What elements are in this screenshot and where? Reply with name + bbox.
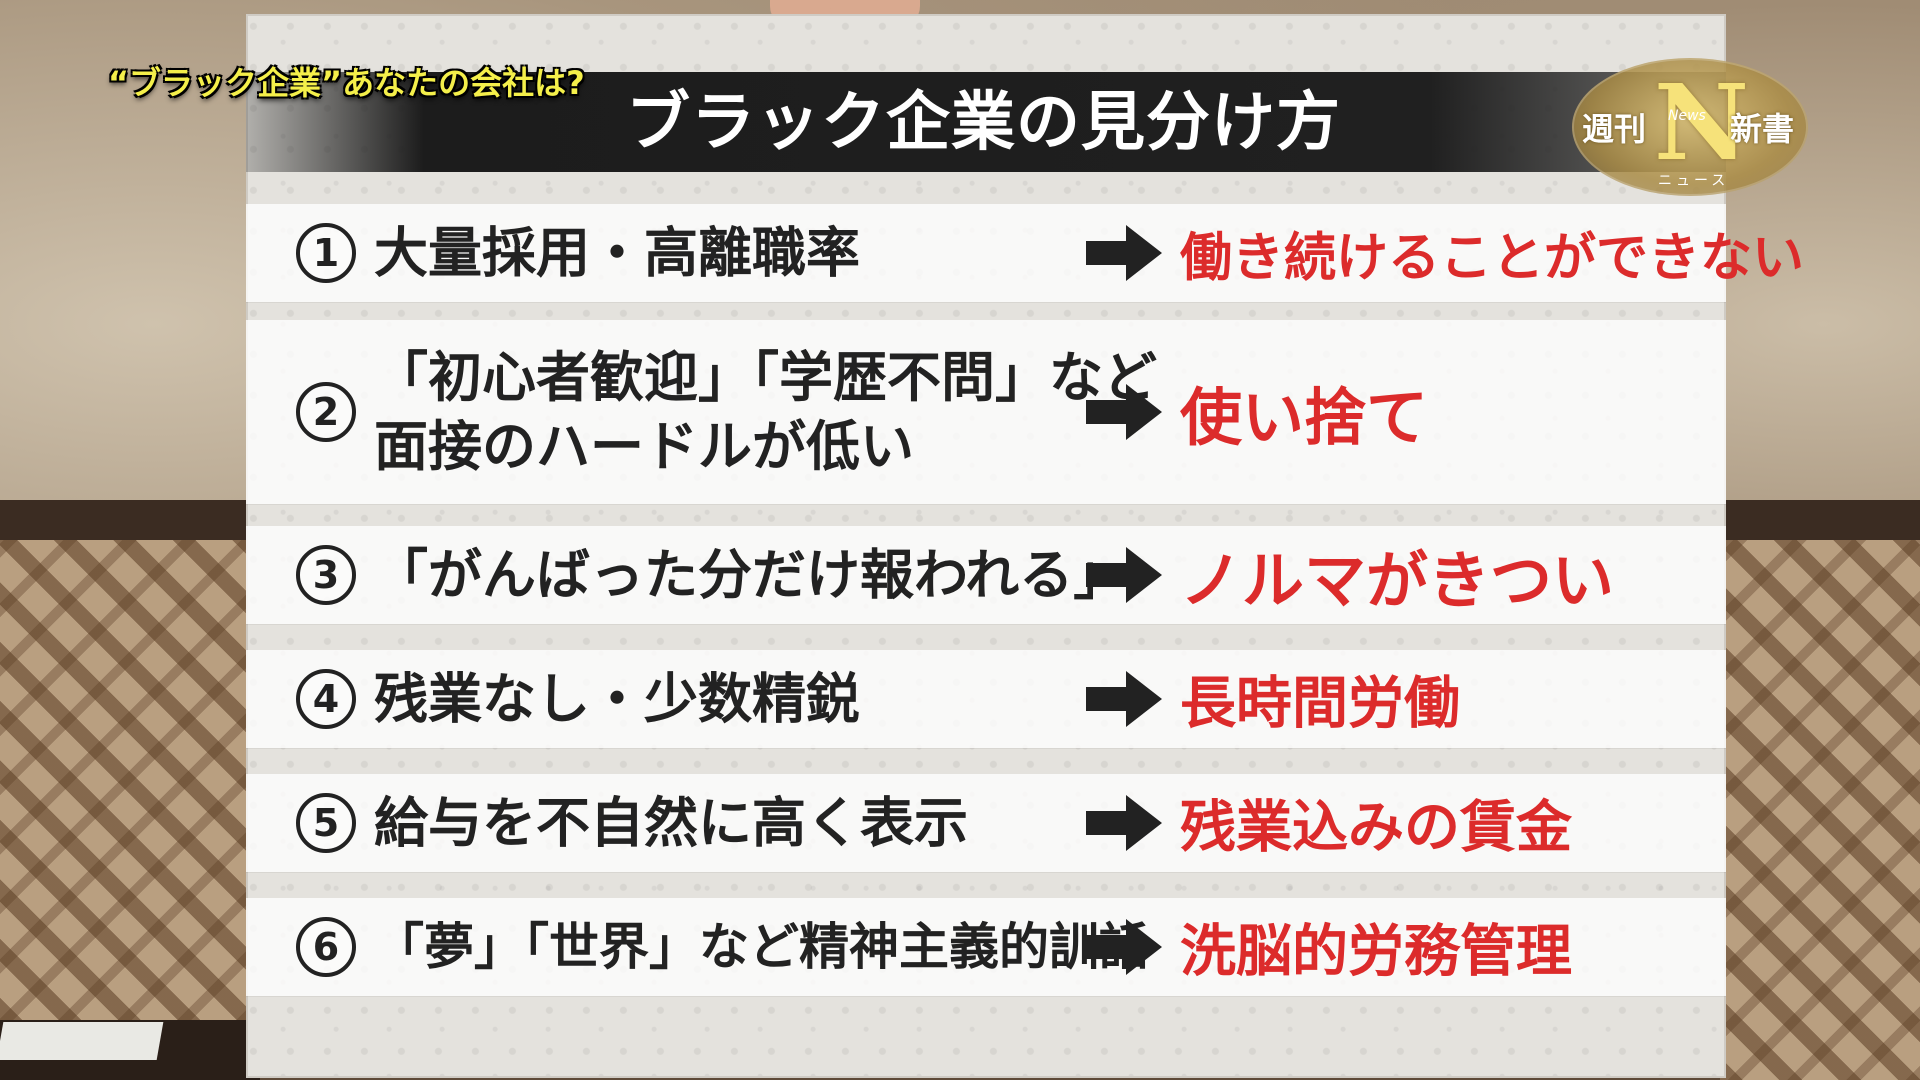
row-meaning: 残業込みの賃金 [1180, 795, 1572, 861]
row-meaning: 使い捨て [1180, 381, 1429, 454]
board-title: ブラック企業の見分け方 [626, 86, 1341, 160]
row-sign-line: 給与を不自然に高く表示 [374, 791, 968, 855]
arrow-right-icon [1086, 671, 1162, 727]
row-sign-line: 「がんばった分だけ報われる」 [374, 543, 1128, 607]
row-number: 5 [296, 793, 356, 853]
row-sign: 「初心者歓迎」「学歴不問」など 面接のハードルが低い [374, 343, 1157, 481]
row-sign: 残業なし・少数精鋭 [374, 664, 964, 733]
row-meaning: 働き続けることができない [1180, 228, 1805, 289]
row-sign-line: 大量採用・高離職率 [374, 221, 860, 285]
arrow-right-icon [1086, 384, 1162, 440]
row-sign-line: 残業なし・少数精鋭 [374, 667, 860, 731]
board-row: 1 大量採用・高離職率 働き続けることができない [246, 204, 1804, 302]
studio-lattice-left [0, 540, 250, 1080]
row-sign: 大量採用・高離職率 [374, 218, 964, 287]
program-caption: “ブラック企業”あなたの会社は? [108, 64, 585, 102]
board-row: 6 「夢」「世界」など精神主義的訓話 洗脳的労務管理 [246, 898, 1726, 996]
row-meaning: 長時間労働 [1180, 671, 1460, 737]
arrow-right-icon [1086, 547, 1162, 603]
logo-right-word: 新書 [1730, 110, 1795, 148]
row-sign: 「がんばった分だけ報われる」 [374, 540, 1128, 609]
row-meaning: 洗脳的労務管理 [1180, 919, 1572, 985]
program-logo: 週刊 N News 新書 ニュース [1572, 58, 1808, 196]
board-header-bar [246, 72, 1726, 172]
row-sign-line: 「初心者歓迎」「学歴不問」など [374, 345, 1157, 409]
board-row: 4 残業なし・少数精鋭 長時間労働 [246, 650, 1726, 748]
logo-kana: ニュース [1658, 173, 1730, 189]
row-sign: 「夢」「世界」など精神主義的訓話 [374, 915, 1149, 979]
board-row: 2 「初心者歓迎」「学歴不問」など 面接のハードルが低い 使い捨て [246, 320, 1726, 504]
arrow-right-icon [1086, 919, 1162, 975]
logo-small-word: News [1668, 108, 1706, 124]
logo-left-word: 週刊 [1582, 110, 1647, 148]
studio-frame-left [0, 500, 250, 540]
board-row: 3 「がんばった分だけ報われる」 ノルマがきつい [246, 526, 1726, 624]
arrow-right-icon [1086, 795, 1162, 851]
row-number: 3 [296, 545, 356, 605]
studio-lattice-right [1720, 540, 1920, 1080]
board-row: 5 給与を不自然に高く表示 残業込みの賃金 [246, 774, 1726, 872]
arrow-right-icon [1086, 225, 1162, 281]
row-meaning: ノルマがきつい [1180, 544, 1615, 617]
row-number: 1 [296, 223, 356, 283]
studio-frame-right [1720, 500, 1920, 540]
row-sign-line: 「夢」「世界」など精神主義的訓話 [374, 918, 1149, 976]
row-sign-line: 面接のハードルが低い [374, 415, 914, 478]
row-number: 4 [296, 669, 356, 729]
row-sign: 給与を不自然に高く表示 [374, 788, 968, 857]
row-number: 2 [296, 382, 356, 442]
presentation-board: ブラック企業の見分け方 1 大量採用・高離職率 働き続けることができない 2 「… [246, 14, 1804, 1078]
desk-paper [0, 1022, 164, 1060]
row-number: 6 [296, 917, 356, 977]
